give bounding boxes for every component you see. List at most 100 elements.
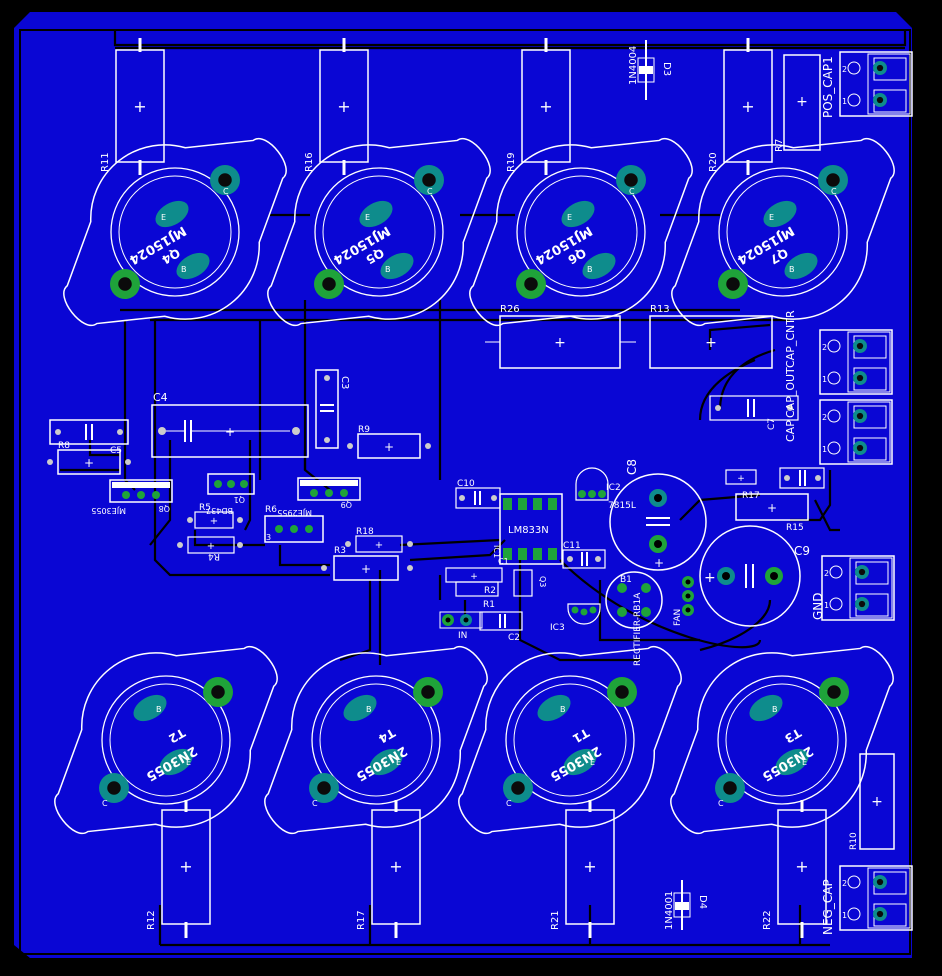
ic2-label: IC2	[606, 483, 621, 493]
q8-label: Q8	[159, 504, 170, 513]
trimmer-r6: R6 3	[264, 505, 324, 543]
r2-label: R2	[484, 586, 496, 596]
bottom-resistor-2: +R21	[550, 800, 615, 938]
svg-text:+: +	[384, 440, 394, 454]
rectifier-b1: B1 RECTIFIER-RB1A	[605, 571, 663, 666]
top-resistor-label: R19	[506, 152, 517, 172]
pin-c-label: C	[223, 187, 229, 196]
pin-e-label: E	[590, 758, 595, 767]
r6-label: R6	[265, 505, 277, 515]
pin-c-label: C	[718, 799, 724, 808]
r2-c1-area: + R2 Q3 C1 R1 C2	[445, 557, 547, 643]
pin-e-label: E	[567, 213, 572, 222]
terminal-block-4: 21	[839, 865, 913, 931]
terminal-pin-label: 1	[842, 97, 847, 106]
bottom-resistor-label: R12	[146, 910, 157, 930]
c7-label: C7	[767, 418, 777, 430]
b1-label: B1	[620, 575, 632, 585]
pin-e-label: E	[365, 213, 370, 222]
ic1-part-label: LM833N	[508, 525, 549, 536]
svg-text:+: +	[554, 335, 566, 351]
r9-label: R9	[358, 425, 370, 435]
ic2-regulator: IC2 7815L	[575, 467, 636, 511]
r8-label: R8	[58, 441, 70, 451]
pin-e-label: E	[186, 758, 191, 767]
bottom-resistor-plus: +	[795, 857, 808, 876]
q1-part-label: BD437	[206, 506, 233, 515]
resistor-r18: + R18	[345, 527, 413, 553]
r18-label: R18	[356, 527, 374, 537]
c9-label: C9	[794, 544, 810, 558]
pin-c-label: C	[629, 187, 635, 196]
bottom-resistor-label: R22	[762, 910, 773, 930]
capacitor-c5	[49, 419, 129, 445]
resistor-r26: + R26	[485, 304, 636, 369]
r26-label: R26	[500, 304, 520, 315]
d3-label: D3	[661, 62, 672, 76]
capacitor-c10: C10	[455, 479, 501, 509]
top-resistor-3: +R20	[708, 38, 773, 175]
capacitor-c9: + C9	[699, 525, 810, 627]
fan-label: FAN	[673, 609, 683, 626]
terminal-pin-label: 2	[822, 343, 827, 352]
ic3: IC3	[550, 603, 601, 633]
terminal-block-0: 21	[839, 51, 913, 117]
r7-label: R7	[774, 139, 785, 152]
bottom-resistor-1: +R17	[356, 800, 421, 938]
capacitor-c7: C7	[709, 395, 799, 430]
top-resistor-label: R16	[304, 152, 315, 172]
r1-label: R1	[483, 600, 495, 610]
pin-e-label: E	[161, 213, 166, 222]
top-resistor-1: +R16	[304, 38, 369, 175]
svg-text:+: +	[225, 425, 235, 439]
q8-part-label: MJE3055	[91, 506, 126, 515]
terminal-block-3: 21	[821, 555, 895, 621]
terminal-pin-label: 1	[842, 911, 847, 920]
resistor-r5: + R5	[187, 503, 243, 529]
resistor-r3: + R3	[321, 546, 413, 581]
svg-text:+: +	[210, 516, 218, 527]
q3-label: Q3	[538, 576, 547, 587]
d4-part-label: 1N4001	[664, 891, 675, 930]
pin-b-label: B	[772, 705, 778, 714]
c4-label: C4	[153, 391, 168, 404]
c10-label: C10	[457, 479, 475, 489]
terminal-pin-label: 2	[842, 65, 847, 74]
svg-text:+: +	[207, 541, 215, 552]
diode-d3: 1N4004 D3	[628, 40, 672, 100]
q9-part-label: MJE2955	[277, 508, 312, 517]
c3-label: C3	[339, 376, 350, 389]
top-resistor-group: + R11 +R16 + R19 +R20	[100, 38, 773, 175]
svg-text:+: +	[767, 501, 777, 515]
ic1-label: IC1	[492, 545, 501, 558]
terminal-block-2: 21	[819, 399, 893, 465]
b1-part-label: RECTIFIER-RB1A	[633, 592, 643, 666]
top-resistor-label: R11	[100, 152, 111, 172]
r6-pin-label: 3	[266, 533, 271, 542]
r5-label: R5	[199, 503, 211, 513]
top-resistor-label: R20	[708, 152, 719, 172]
pin-b-label: B	[156, 705, 162, 714]
bottom-resistor-group: +R12+R17+R21+R22	[146, 800, 827, 938]
bottom-resistor-plus: +	[583, 857, 596, 876]
transistor-q1: BD437 Q1	[206, 473, 255, 515]
c9-plus: +	[704, 570, 716, 586]
terminal-pin-label: 2	[842, 879, 847, 888]
terminal-pin-label: 1	[822, 445, 827, 454]
top-resistor-plus: +	[133, 97, 146, 116]
top-resistor-plus: +	[539, 97, 552, 116]
r13-label: R13	[650, 304, 670, 315]
terminal-pin-label: 2	[824, 569, 829, 578]
pin-c-label: C	[506, 799, 512, 808]
pin-c-label: C	[831, 187, 837, 196]
pin-c-label: C	[312, 799, 318, 808]
cap-label: CAP	[784, 420, 797, 442]
r10-label: R10	[849, 832, 859, 850]
q9-label: Q9	[341, 500, 352, 509]
ic3-label: IC3	[550, 623, 565, 633]
pin-b-label: B	[560, 705, 566, 714]
svg-text:+: +	[375, 540, 383, 551]
svg-text:+: +	[737, 474, 745, 484]
pin-b-label: B	[181, 265, 187, 274]
